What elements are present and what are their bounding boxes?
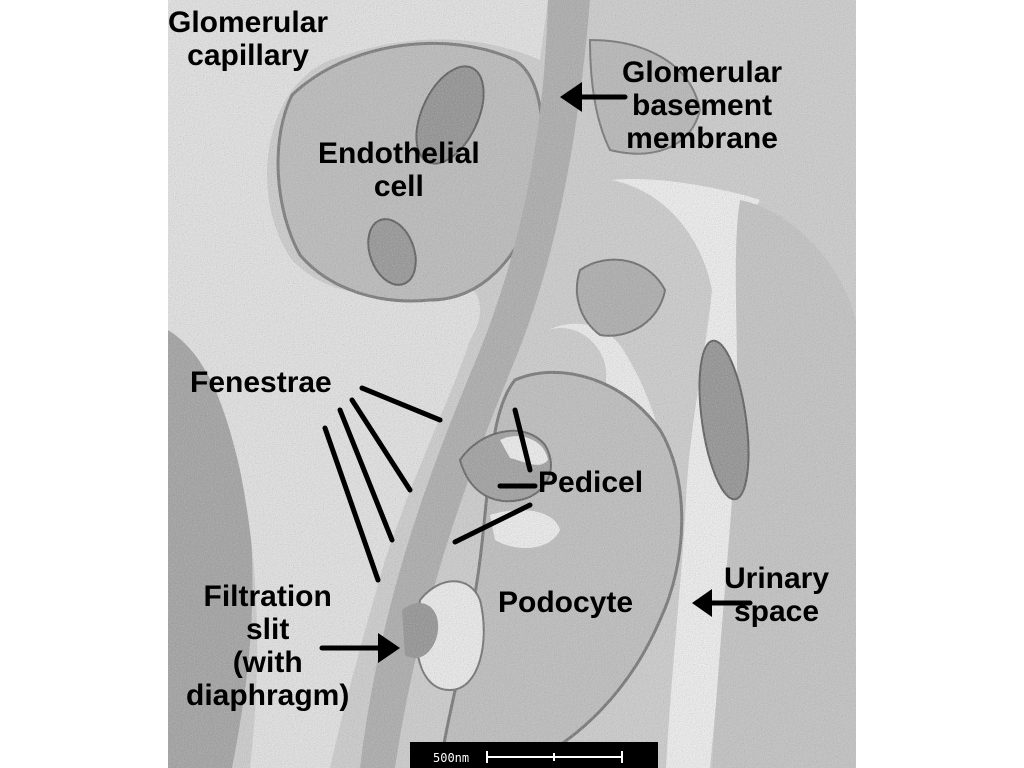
label-line: capillary	[187, 39, 309, 72]
label-line: space	[733, 595, 820, 628]
podocyte-label: Podocyte	[498, 586, 633, 619]
fenestrae-pointer	[359, 385, 443, 423]
label-line: Urinary	[724, 562, 830, 595]
label-line: basement	[632, 89, 773, 122]
texture-grain	[168, 0, 856, 768]
label-line: (with	[232, 646, 303, 679]
label-line: slit	[246, 613, 290, 646]
pedicel-pointer	[452, 502, 533, 545]
pedicel-pointer	[512, 407, 533, 473]
fenestrae-label: Fenestrae	[190, 366, 332, 399]
label-line: membrane	[626, 122, 778, 155]
scale-bar-label: 500nm	[433, 751, 470, 765]
arrowhead-icon	[560, 82, 582, 112]
arrowhead-icon	[378, 633, 400, 663]
scale-bar-box	[410, 742, 658, 768]
label-line: Filtration	[203, 580, 332, 613]
glomerular-capillary-label: Glomerular capillary	[168, 6, 328, 72]
fenestrae-pointer	[349, 397, 413, 493]
label-line: Fenestrae	[190, 366, 332, 399]
label-line: cell	[373, 170, 424, 203]
pedicel-label: Pedicel	[538, 466, 643, 499]
label-line: Podocyte	[498, 586, 634, 619]
fenestrae-pointer	[322, 425, 381, 583]
fenestrae-pointer	[337, 407, 395, 543]
label-line: Glomerular	[622, 56, 783, 89]
label-line: Glomerular	[168, 6, 329, 39]
label-line: diaphragm)	[186, 679, 350, 712]
urinary-space-label: Urinary space	[724, 562, 829, 628]
arrowhead-icon	[692, 589, 712, 617]
label-line: Endothelial	[318, 137, 480, 170]
gbm-label: Glomerular basement membrane	[622, 56, 782, 155]
endothelial-cell-label: Endothelial cell	[318, 137, 480, 203]
filtration-slit-label: Filtration slit (with diaphragm)	[186, 580, 349, 712]
label-line: Pedicel	[538, 466, 644, 499]
